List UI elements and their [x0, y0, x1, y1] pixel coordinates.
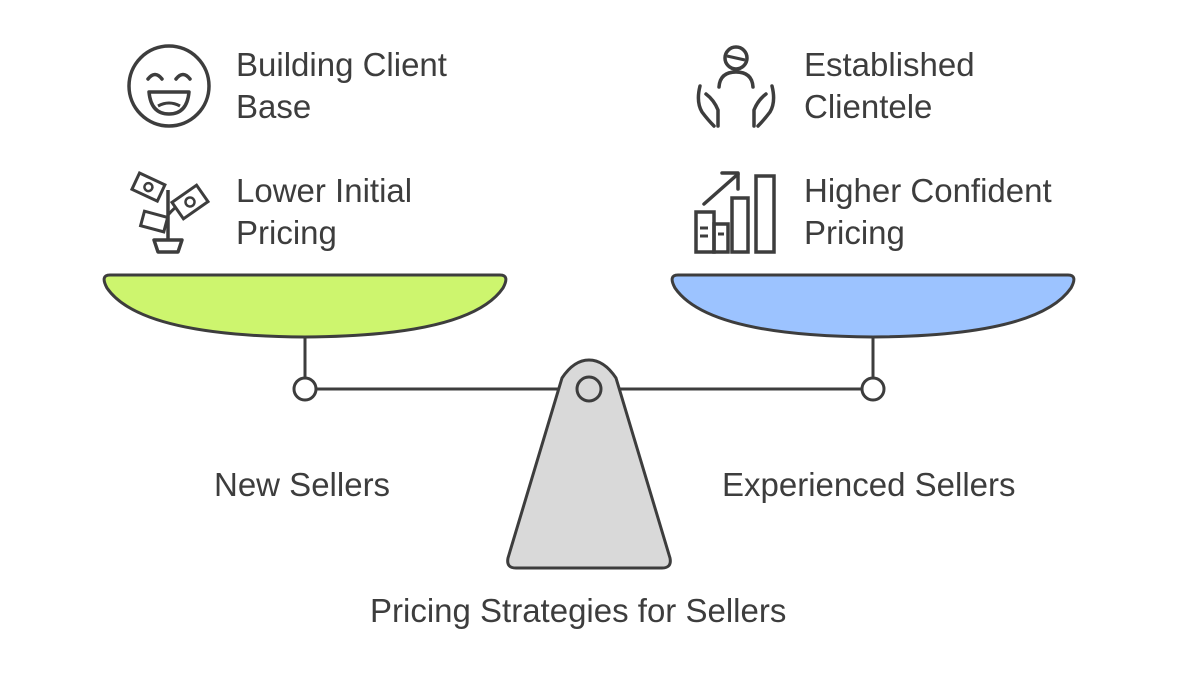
new-sellers-label: New Sellers	[214, 466, 391, 503]
right-item-1-line2: Clientele	[804, 88, 933, 125]
fulcrum	[506, 358, 672, 570]
left-item-2-line1: Lower Initial	[236, 172, 413, 209]
left-item-2-label: Lower Initial Pricing	[236, 170, 412, 254]
left-item-2-line2: Pricing	[236, 214, 337, 251]
diagram-title: Pricing Strategies for Sellers	[370, 592, 787, 629]
growth-chart-icon	[694, 171, 776, 254]
money-plant-icon	[129, 171, 211, 254]
right-item-2-line1: Higher Confident	[804, 172, 1052, 209]
right-item-1-label: Established Clientele	[804, 44, 975, 128]
person-hands-icon	[696, 45, 776, 128]
right-item-1-line1: Established	[804, 46, 975, 83]
left-item-1-line1: Building Client	[236, 46, 447, 83]
right-item-2-label: Higher Confident Pricing	[804, 170, 1052, 254]
right-item-2-line2: Pricing	[804, 214, 905, 251]
smiley-face-icon	[127, 44, 211, 128]
fulcrum-pivot	[575, 375, 603, 403]
right-joint	[860, 376, 886, 402]
right-pan	[670, 273, 1076, 339]
left-joint	[292, 376, 318, 402]
left-item-1-label: Building Client Base	[236, 44, 447, 128]
left-pan	[102, 273, 508, 339]
left-item-1-line2: Base	[236, 88, 312, 125]
experienced-sellers-label: Experienced Sellers	[722, 466, 1016, 503]
